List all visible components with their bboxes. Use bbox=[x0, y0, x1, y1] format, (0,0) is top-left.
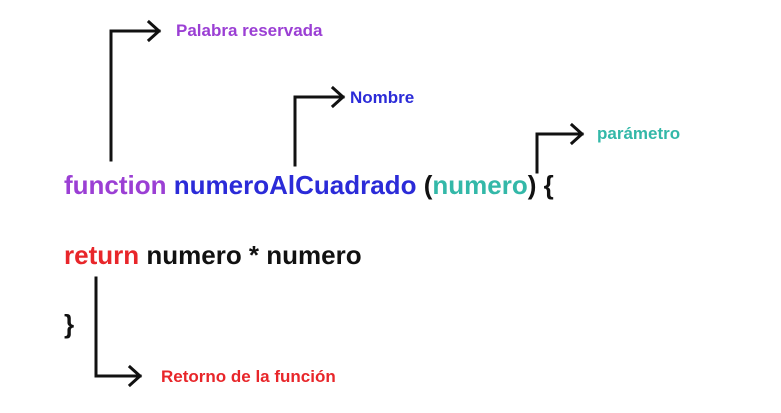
return-line: return numero * numero bbox=[64, 240, 362, 270]
function-name: numeroAlCuadrado bbox=[173, 170, 417, 200]
name-label: Nombre bbox=[350, 88, 415, 107]
closing-brace: } bbox=[64, 309, 75, 339]
function-keyword: function bbox=[64, 170, 167, 200]
name-arrowhead bbox=[330, 85, 346, 109]
return-arrowhead bbox=[127, 364, 143, 388]
parameter-arrowhead bbox=[569, 122, 585, 146]
return-expression: numero * numero bbox=[146, 240, 362, 270]
parameter-label: parámetro bbox=[597, 124, 681, 143]
reserved-word-arrowhead bbox=[146, 19, 162, 43]
return-keyword: return bbox=[64, 240, 140, 270]
return-arrow bbox=[94, 276, 142, 378]
parameter-name: numero bbox=[432, 170, 528, 200]
open-paren: ( bbox=[423, 170, 433, 200]
return-label: Retorno de la función bbox=[161, 367, 336, 386]
reserved-word-arrow bbox=[109, 29, 161, 162]
name-arrow bbox=[293, 95, 345, 167]
function-signature-line: function numeroAlCuadrado (numero) { bbox=[64, 170, 554, 200]
parameter-arrow bbox=[535, 132, 584, 174]
reserved-word-label: Palabra reservada bbox=[176, 21, 323, 40]
close-paren-brace: ) { bbox=[527, 170, 554, 200]
